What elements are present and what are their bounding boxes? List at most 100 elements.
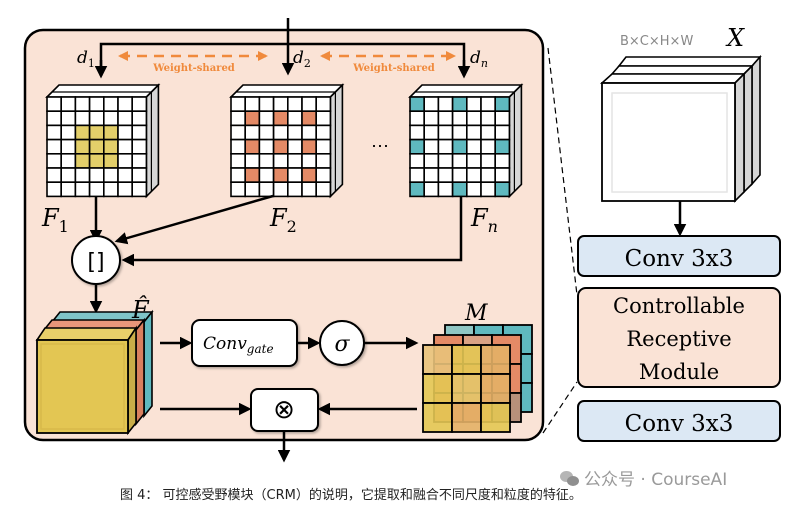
grid-cell: [423, 167, 440, 183]
crm-block: [577, 287, 781, 388]
grid-cell: [244, 96, 261, 112]
grid-cell-active: [494, 96, 511, 112]
grid-cell: [286, 96, 303, 112]
grid-cell-active: [409, 138, 425, 155]
grid-cell: [465, 96, 482, 112]
weight-shared-label-2: Weight-shared: [352, 63, 435, 74]
conv3x3-block-top: [577, 235, 781, 277]
multiply-symbol: ⊗: [273, 395, 295, 425]
grid-cell-active: [244, 110, 261, 127]
grid-cell: [60, 167, 77, 183]
ellipsis: ⋯: [371, 136, 389, 157]
grid-cell: [494, 167, 511, 183]
grid-cell-active: [88, 138, 105, 155]
mask-cell: [422, 402, 453, 433]
dilation-label-dn: dn: [470, 48, 488, 70]
mask-cell: [480, 344, 511, 375]
grid-cell: [74, 96, 91, 112]
grid-cell: [131, 96, 148, 112]
dilation-label-d1: d1: [77, 48, 95, 70]
grid-cell: [46, 181, 62, 198]
grid-cell-active: [301, 138, 317, 155]
grid-cell: [131, 181, 148, 198]
grid-cell: [437, 138, 454, 155]
grid-cell: [465, 124, 482, 141]
grid-top-face: [408, 84, 524, 98]
grid-cell-active: [451, 96, 468, 112]
grid-cell: [423, 110, 440, 127]
grid-cell: [272, 124, 289, 141]
watermark-text: 公众号 · CourseAI: [584, 470, 728, 490]
grid-cell-active: [74, 138, 91, 155]
mask-cell: [451, 402, 482, 433]
grid-cell: [465, 138, 482, 155]
grid-cell: [60, 181, 77, 198]
grid-cell: [315, 124, 332, 141]
grid-cell: [46, 96, 62, 112]
grid-cell: [258, 96, 275, 112]
grid-cell: [494, 110, 511, 127]
grid-cell-active: [272, 167, 289, 183]
grid-top-face: [45, 84, 161, 98]
grid-cell: [465, 110, 482, 127]
concat-symbol: []: [87, 250, 104, 275]
grid-cell: [230, 96, 246, 112]
feature-grid-f2: [229, 83, 345, 199]
grid-cell: [258, 181, 275, 198]
grid-cell: [117, 153, 133, 169]
grid-cell: [286, 153, 303, 169]
grid-cell: [451, 110, 468, 127]
mask-cube: [422, 324, 533, 433]
grid-cell: [74, 167, 91, 183]
grid-cell: [301, 96, 317, 112]
grid-cell: [437, 124, 454, 141]
grid-cell-active: [301, 110, 317, 127]
wechat-icon: [560, 471, 580, 487]
grid-cell: [480, 167, 496, 183]
grid-cell: [437, 110, 454, 127]
grid-cell: [423, 181, 440, 198]
feature-label-fn: Fn: [470, 204, 498, 236]
grid-cell: [423, 124, 440, 141]
grid-cell: [423, 138, 440, 155]
zoom-line-top: [547, 47, 578, 296]
feature-grid-fn: [408, 83, 524, 199]
grid-cell: [315, 181, 332, 198]
grid-cell: [480, 138, 496, 155]
grid-cell: [88, 110, 105, 127]
grid-cell: [494, 124, 511, 141]
grid-cell: [465, 153, 482, 169]
grid-cell: [230, 124, 246, 141]
input-label: X: [725, 24, 745, 52]
zoom-line-bottom: [542, 381, 578, 434]
grid-cell: [409, 167, 425, 183]
grid-cell-active: [494, 181, 511, 198]
grid-cell: [451, 153, 468, 169]
grid-cell: [286, 138, 303, 155]
grid-cell: [60, 153, 77, 169]
conv3x3-label-bottom: Conv 3x3: [625, 411, 734, 437]
crm-label-line3: Module: [639, 360, 719, 384]
grid-cell: [88, 96, 105, 112]
grid-cell: [230, 153, 246, 169]
grid-cell: [117, 96, 133, 112]
grid-cell: [244, 153, 261, 169]
grid-cell: [103, 167, 119, 183]
grid-cell: [451, 124, 468, 141]
grid-cell: [423, 153, 440, 169]
conv-gate-label: Convgate: [203, 334, 274, 356]
grid-top-face: [229, 84, 345, 98]
grid-cell: [258, 110, 275, 127]
mask-label: M: [464, 301, 488, 326]
grid-side-face: [508, 83, 523, 199]
grid-cell: [272, 96, 289, 112]
grid-cell: [60, 110, 77, 127]
grid-cell-active: [409, 96, 425, 112]
grid-cell-active: [103, 138, 119, 155]
grid-cell-active: [103, 153, 119, 169]
sigmoid-symbol: σ: [334, 332, 350, 357]
grid-cell: [230, 110, 246, 127]
concat-node: [71, 235, 121, 285]
mask-cell: [480, 402, 511, 433]
grid-cell: [480, 110, 496, 127]
